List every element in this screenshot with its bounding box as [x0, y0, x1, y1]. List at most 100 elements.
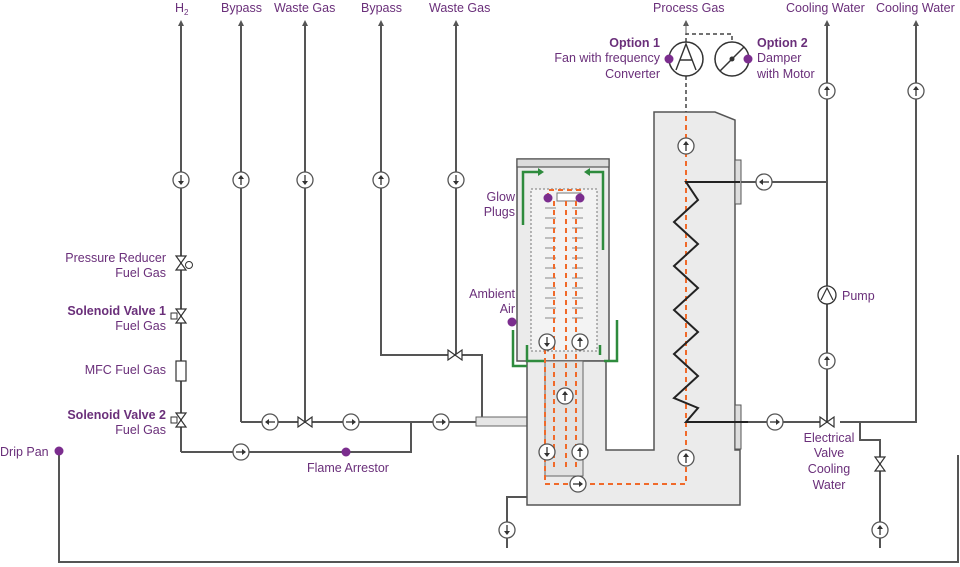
flow-right-icon: [342, 413, 360, 431]
flow-down-icon: [447, 171, 465, 189]
process-gas-label: Process Gas: [653, 1, 725, 15]
mfc-label: MFC Fuel Gas: [85, 363, 166, 377]
flow-up-icon: [677, 449, 695, 467]
combustion-chamber: [530, 188, 598, 352]
fan-blade-icon: [675, 42, 697, 71]
valves: [170, 255, 886, 472]
glow-plugs-line1: Glow: [487, 190, 516, 204]
flame-arrestor-marker: [341, 447, 351, 457]
option1-marker: [664, 54, 674, 64]
flow-right-icon: [766, 413, 784, 431]
heat-exchanger-coil: [672, 181, 748, 423]
waste-gas-label-1: Waste Gas: [274, 1, 335, 15]
hx-flange-bottom: [734, 404, 742, 450]
option1-line2: Converter: [605, 67, 660, 81]
ambient-air-marker: [507, 317, 517, 327]
flame-arrestor-label: Flame Arrestor: [307, 461, 389, 475]
cooling-water-label-2: Cooling Water: [876, 1, 955, 15]
coolingwater2-arrow: [913, 20, 919, 26]
flow-left-icon: [755, 173, 773, 191]
drip-pan-pipe: [58, 452, 959, 563]
air-flow-left-bottom: [511, 330, 527, 368]
flow-up-icon: [232, 171, 250, 189]
reactor-assembly: [511, 111, 748, 506]
flow-right-icon: [432, 413, 450, 431]
h2-arrow: [178, 20, 184, 26]
fuel-feed-pipe: [181, 422, 412, 453]
option1-line1: Fan with frequency: [554, 51, 660, 65]
glow-plug-marker-2: [575, 193, 585, 203]
pressure-reducer-line2: Fuel Gas: [115, 266, 166, 280]
flow-up-icon: [571, 333, 589, 351]
flow-right-icon: [232, 443, 250, 461]
pressure-reducer-line1: Pressure Reducer: [65, 251, 166, 265]
option2-line2: with Motor: [756, 67, 815, 81]
mfc-icon: [175, 360, 187, 382]
markers: [54, 193, 585, 457]
drip-pan-marker: [54, 446, 64, 456]
drip-pan-label: Drip Pan: [0, 445, 49, 459]
damper-pivot-icon: [729, 56, 735, 62]
relief-valve-icon: [874, 456, 886, 472]
bypass2-pipe: [380, 22, 455, 356]
fan-damper-options: Option 1 Fan with frequency Converter Op…: [554, 33, 815, 112]
waste-gas-label-2: Waste Gas: [429, 1, 490, 15]
flow-down-icon: [498, 521, 516, 539]
air-arrow-2: [584, 168, 590, 176]
flow-up-icon: [571, 443, 589, 461]
solenoid2-title: Solenoid Valve 2: [67, 408, 166, 422]
flow-right-icon: [569, 475, 587, 493]
glow-plugs-line2: Plugs: [484, 205, 515, 219]
cooling-water-label-1: Cooling Water: [786, 1, 865, 15]
flow-left-icon: [261, 413, 279, 431]
side-labels: Pressure Reducer Fuel Gas Solenoid Valve…: [0, 190, 875, 492]
flow-down-icon: [538, 443, 556, 461]
fan-icon: [668, 41, 704, 77]
electrical-valve-line4: Water: [813, 478, 846, 492]
flow-down-icon: [538, 333, 556, 351]
option1-title: Option 1: [609, 36, 660, 50]
pump-symbol-icon: [820, 286, 834, 301]
top-labels: H 2 Bypass Waste Gas Bypass Waste Gas Pr…: [175, 1, 955, 17]
h2-subscript: 2: [184, 8, 189, 17]
flow-up-icon: [372, 171, 390, 189]
option2-title: Option 2: [757, 36, 808, 50]
bypass-label-1: Bypass: [221, 1, 262, 15]
electrical-valve-line1: Electrical: [804, 431, 855, 445]
ambient-air-line2: Air: [500, 302, 515, 316]
flow-up-icon: [556, 387, 574, 405]
wastegas2-arrow: [453, 20, 459, 26]
wastegas1-arrow: [302, 20, 308, 26]
flow-up-icon: [907, 82, 925, 100]
pump-icon: [817, 285, 837, 305]
valve-branch-pipe: [859, 422, 881, 548]
pressure-reducer-valve-icon: [175, 255, 187, 271]
air-flow-left-top: [521, 170, 540, 225]
ambient-air-line1: Ambient: [469, 287, 515, 301]
flow-down-icon: [296, 171, 314, 189]
flow-up-icon: [818, 82, 836, 100]
flow-up-icon: [677, 137, 695, 155]
electrical-valve-line2: Valve: [814, 446, 844, 460]
option2-line1: Damper: [757, 51, 801, 65]
h2-label: H: [175, 1, 184, 15]
air-arrow-1: [538, 168, 544, 176]
coolingwater2-pipe: [840, 22, 917, 423]
glow-plug-marker-1: [543, 193, 553, 203]
feed-lines: [58, 181, 959, 563]
option-bypass-duct: [685, 33, 733, 42]
bypass1-arrow: [238, 20, 244, 26]
air-flow-right-bottom: [604, 320, 619, 363]
solenoid1-title: Solenoid Valve 1: [67, 304, 166, 318]
flow-up-icon: [818, 352, 836, 370]
pump-label: Pump: [842, 289, 875, 303]
solenoid1-sub: Fuel Gas: [115, 319, 166, 333]
air-flow-inner-left: [525, 345, 545, 363]
solenoid-1-actuator-icon: [170, 312, 178, 320]
wastegas2-pipe: [455, 22, 483, 422]
burner-flange: [516, 158, 610, 168]
pressure-reducer-gauge-icon: [185, 261, 193, 269]
air-flow-right-top: [588, 170, 605, 250]
flow-up-icon: [871, 521, 889, 539]
